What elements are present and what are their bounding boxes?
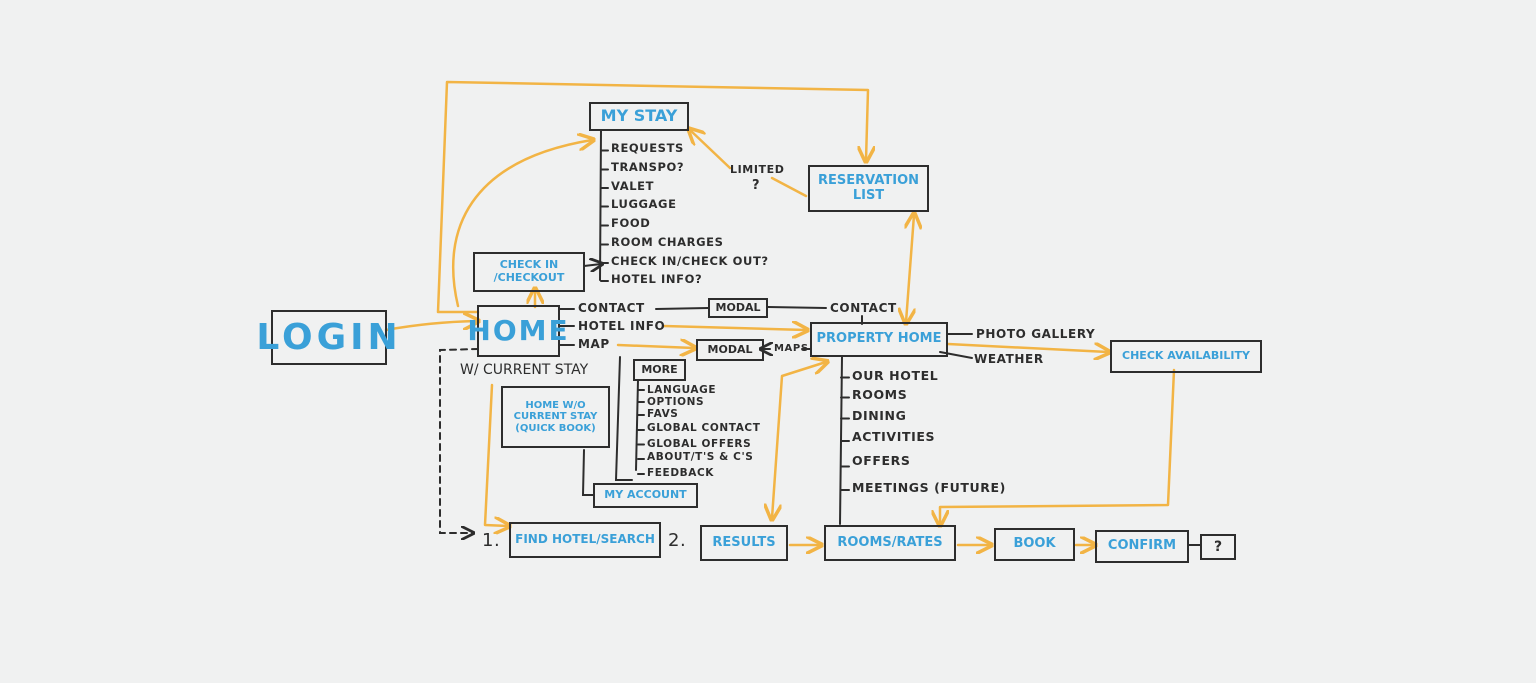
contact-label-property[interactable]: CONTACT: [830, 301, 897, 315]
rooms-rates-box[interactable]: ROOMS/RATES: [824, 525, 956, 561]
more-item[interactable]: LANGUAGE: [647, 384, 717, 396]
property-item[interactable]: ACTIVITIES: [852, 429, 936, 444]
contact-label-home[interactable]: CONTACT: [578, 301, 645, 315]
arrow-reservation-limited: [770, 176, 808, 198]
arrow-login-home: [384, 321, 477, 332]
photo-gallery-label[interactable]: PHOTO GALLERY: [976, 327, 1096, 341]
arrow-limited-mystay: [690, 130, 732, 170]
more-item[interactable]: OPTIONS: [647, 396, 705, 408]
limited-label: LIMITED: [730, 163, 785, 176]
my-account-box[interactable]: MY ACCOUNT: [593, 483, 698, 508]
line-home-dashed: [439, 348, 479, 533]
more-item[interactable]: GLOBAL OFFERS: [647, 438, 752, 450]
weather-label[interactable]: WEATHER: [974, 352, 1044, 366]
arrow-hotelinfo-property: [662, 326, 806, 330]
results-box[interactable]: RESULTS: [700, 525, 788, 561]
with-current-stay-label: W/ CURRENT STAY: [460, 362, 589, 378]
step-1-label: 1.: [482, 530, 501, 551]
line-more-items: [635, 379, 639, 471]
more-item[interactable]: FAVS: [647, 408, 679, 420]
find-hotel-box[interactable]: FIND HOTEL/SEARCH: [509, 522, 661, 558]
unknown-box[interactable]: ?: [1200, 534, 1236, 560]
step-2-label: 2.: [668, 530, 687, 551]
maps-label: MAPS: [774, 343, 809, 354]
property-item[interactable]: MEETINGS (FUTURE): [852, 480, 1006, 495]
more-box[interactable]: MORE: [633, 359, 686, 381]
my-stay-item[interactable]: ROOM CHARGES: [611, 235, 724, 249]
my-stay-list: REQUESTS TRANSPO? VALET LUGGAGE FOOD ROO…: [611, 141, 769, 290]
limited-question: ?: [752, 178, 761, 193]
property-item[interactable]: OFFERS: [852, 453, 911, 468]
arrow-property-availability: [946, 344, 1108, 352]
property-list: OUR HOTEL ROOMS DINING ACTIVITIES OFFERS…: [852, 368, 1006, 500]
property-item[interactable]: DINING: [852, 408, 907, 423]
property-item[interactable]: OUR HOTEL: [852, 368, 939, 383]
more-item[interactable]: ABOUT/T'S & C'S: [647, 451, 754, 463]
line-home-more: [614, 356, 633, 481]
arrow-results-property: [772, 362, 826, 518]
line-mystay-list: [599, 129, 602, 281]
arrow-home-loop-reservation: [436, 80, 868, 314]
login-box[interactable]: LOGIN: [256, 310, 398, 365]
more-item[interactable]: FEEDBACK: [647, 467, 715, 479]
home-box[interactable]: HOME: [467, 305, 568, 357]
line-modal-contact: [767, 306, 827, 309]
my-stay-item[interactable]: REQUESTS: [611, 141, 684, 155]
my-stay-item[interactable]: TRANSPO?: [611, 160, 685, 174]
modal-map-box[interactable]: MODAL: [696, 339, 764, 361]
my-stay-item[interactable]: FOOD: [611, 216, 651, 230]
confirm-box[interactable]: CONFIRM: [1095, 530, 1189, 563]
my-stay-item[interactable]: VALET: [611, 179, 655, 193]
check-availability-box[interactable]: CHECK AVAILABILITY: [1110, 340, 1262, 373]
line-property-weather: [939, 351, 973, 359]
my-stay-item[interactable]: CHECK IN/CHECK OUT?: [611, 254, 769, 268]
more-item[interactable]: GLOBAL CONTACT: [647, 422, 761, 434]
hotel-info-label[interactable]: HOTEL INFO: [578, 319, 666, 333]
arrow-availability-rooms: [940, 368, 1176, 524]
arrow-home-mystay: [451, 140, 592, 308]
line-contact-modal: [655, 307, 709, 310]
modal-contact-box[interactable]: MODAL: [708, 298, 768, 318]
line-quickbook-account: [581, 449, 595, 496]
book-box[interactable]: BOOK: [994, 528, 1075, 561]
more-list: LANGUAGE OPTIONS FAVS GLOBAL CONTACT GLO…: [647, 384, 761, 481]
arrow-current-stay-find: [483, 383, 508, 526]
map-label[interactable]: MAP: [578, 337, 610, 351]
line-checkin-list: [583, 264, 601, 266]
arrow-reservation-property: [906, 215, 914, 322]
arrow-map-modal: [616, 345, 694, 348]
home-no-stay-box[interactable]: HOME W/O CURRENT STAY (QUICK BOOK): [501, 386, 610, 448]
my-stay-item[interactable]: LUGGAGE: [611, 197, 677, 211]
my-stay-item[interactable]: HOTEL INFO?: [611, 272, 703, 286]
property-item[interactable]: ROOMS: [852, 387, 908, 402]
property-home-box[interactable]: PROPERTY HOME: [810, 322, 948, 357]
reservation-list-box[interactable]: RESERVATION LIST: [808, 165, 929, 212]
my-stay-box[interactable]: MY STAY: [589, 102, 689, 131]
check-in-out-box[interactable]: CHECK IN /CHECKOUT: [473, 252, 585, 292]
